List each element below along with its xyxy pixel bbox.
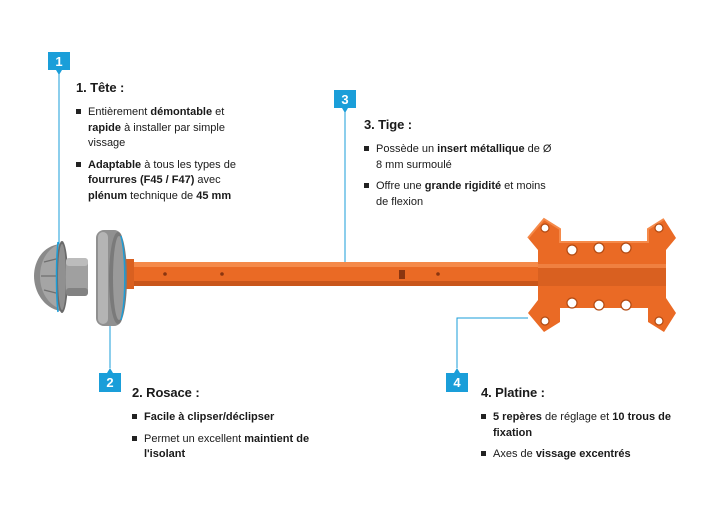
- callout-title-platine: 4. Platine :: [481, 385, 545, 400]
- callout-number-1: 1: [55, 54, 63, 69]
- callout-title-rosace: 2. Rosace :: [132, 385, 200, 400]
- rosace: [96, 230, 127, 326]
- bullet-item: Axes de vissage excentrés: [481, 447, 681, 463]
- bullet-text: technique de: [127, 189, 197, 202]
- bullet-text: de réglage et: [541, 411, 613, 423]
- bullet-text: Permet un excellent: [144, 432, 245, 445]
- bullet-text: Offre une: [376, 180, 425, 192]
- bullet-text: et: [212, 106, 225, 118]
- platine: [527, 217, 676, 332]
- callout-bullets-tige: Possède un insert métallique de Ø 8 mm s…: [364, 142, 554, 210]
- bullet-text: à tous les types de: [141, 158, 236, 171]
- head: [34, 241, 88, 313]
- bullet-text: à installer par simple vissage: [88, 121, 225, 150]
- bullet-text-bold: 45 mm: [196, 189, 232, 202]
- bullet-item: 5 repères de réglage et 10 trous de fixa…: [481, 410, 681, 441]
- bullet-text: de Ø 8 mm surmoulé: [376, 143, 552, 171]
- rod: [118, 259, 540, 289]
- bullet-text-bold: fourrures (F45 / F47): [88, 174, 195, 186]
- bullet-item: Possède un insert métallique de Ø 8 mm s…: [364, 142, 554, 173]
- bullet-text-bold: Adaptable: [88, 158, 142, 171]
- bullet-text: Axes de: [493, 448, 536, 460]
- callout-badge-3: 3: [334, 90, 356, 114]
- bullet-text-bold: démontable: [150, 106, 213, 118]
- bullet-text-bold: vissage excentrés: [535, 448, 631, 460]
- callout-bullets-tete: Entièrement démontable et rapide à insta…: [76, 105, 246, 204]
- bullet-text-bold: rapide: [88, 121, 122, 134]
- callout-number-4: 4: [453, 375, 461, 390]
- callout-number-2: 2: [106, 375, 114, 390]
- bullet-item: Adaptable à tous les types de fourrures …: [76, 158, 246, 205]
- callout-block-platine: 4. Platine : 5 repères de réglage et 10 …: [481, 385, 681, 469]
- bullet-text-bold: maintient de l'isolant: [144, 432, 310, 461]
- bullet-item: Permet un excellent maintient de l'isola…: [132, 432, 322, 463]
- bullet-item: Entièrement démontable et rapide à insta…: [76, 105, 246, 152]
- bullet-text-bold: 10 trous de fixation: [493, 411, 671, 439]
- bullet-text-bold: 5 repères: [493, 411, 542, 423]
- callout-block-tete: 1. Tête : Entièrement démontable et rapi…: [76, 80, 246, 210]
- callout-badge-1: 1: [48, 52, 70, 76]
- bullet-text-bold: Facile à clipser/déclipser: [144, 411, 275, 423]
- bullet-text-bold: grande rigidité: [424, 180, 502, 192]
- bullet-text: avec: [194, 174, 221, 186]
- bullet-text: Possède un: [376, 143, 438, 155]
- callout-badge-4: 4: [446, 368, 468, 392]
- bullet-text: Entièrement: [88, 106, 151, 118]
- bullet-text-bold: plénum: [88, 189, 128, 202]
- bullet-text: et moins de flexion: [376, 180, 546, 208]
- callout-title-tete: 1. Tête :: [76, 80, 125, 95]
- leader-line-4: [456, 317, 528, 368]
- bullet-item: Offre une grande rigidité et moins de fl…: [364, 179, 554, 210]
- callout-bullets-platine: 5 repères de réglage et 10 trous de fixa…: [481, 410, 681, 463]
- callout-title-tige: 3. Tige :: [364, 117, 412, 132]
- callout-number-3: 3: [341, 92, 349, 107]
- bullet-item: Facile à clipser/déclipser: [132, 410, 322, 426]
- callout-badge-2: 2: [99, 368, 121, 392]
- callout-block-tige: 3. Tige : Possède un insert métallique d…: [364, 117, 554, 216]
- bullet-text-bold: insert métallique: [437, 143, 525, 155]
